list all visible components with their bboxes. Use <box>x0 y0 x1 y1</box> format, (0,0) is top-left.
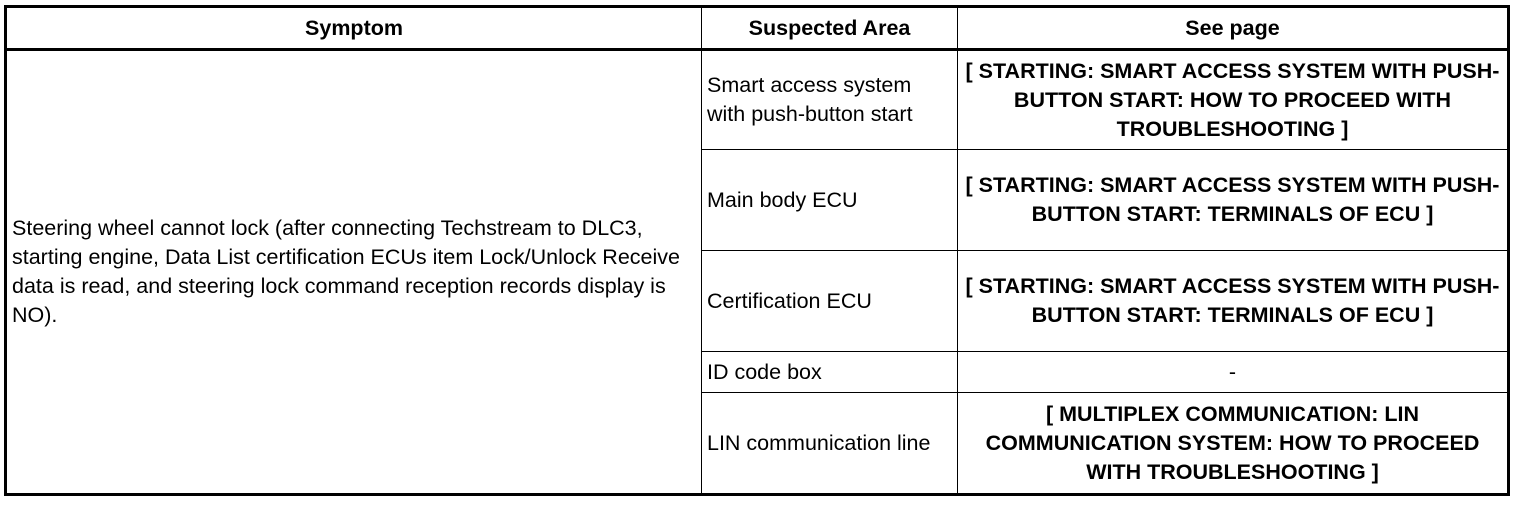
see-page-link[interactable]: [ MULTIPLEX COMMUNICATION: LIN COMMUNICA… <box>957 392 1509 495</box>
see-page-link[interactable]: [ STARTING: SMART ACCESS SYSTEM WITH PUS… <box>957 149 1509 251</box>
see-page-cell: - <box>957 351 1509 393</box>
table-row: Steering wheel cannot lock (after connec… <box>5 49 1509 495</box>
table-row: Main body ECU [ STARTING: SMART ACCESS S… <box>6 149 1509 251</box>
troubleshooting-table: Symptom Suspected Area See page Steering… <box>4 5 1510 496</box>
suspected-area-cell: Certification ECU <box>701 250 958 352</box>
see-page-link[interactable]: [ STARTING: SMART ACCESS SYSTEM WITH PUS… <box>957 49 1509 150</box>
table-row: LIN communication line [ MULTIPLEX COMMU… <box>6 392 1509 495</box>
table-row: ID code box - <box>6 351 1509 393</box>
header-suspected-area: Suspected Area <box>701 6 958 51</box>
symptom-cell: Steering wheel cannot lock (after connec… <box>5 49 702 495</box>
suspected-area-cell: Main body ECU <box>701 149 958 251</box>
header-see-page: See page <box>957 6 1509 51</box>
table-header-row: Symptom Suspected Area See page <box>5 6 1509 51</box>
table-row: Certification ECU [ STARTING: SMART ACCE… <box>6 250 1509 352</box>
header-symptom: Symptom <box>5 6 702 51</box>
see-page-link[interactable]: [ STARTING: SMART ACCESS SYSTEM WITH PUS… <box>957 250 1509 352</box>
troubleshooting-table-container: Symptom Suspected Area See page Steering… <box>4 5 1510 496</box>
suspected-area-cell: LIN communication line <box>701 392 958 495</box>
suspected-area-cell: Smart access system with push-button sta… <box>701 49 958 150</box>
suspected-area-cell: ID code box <box>701 351 958 393</box>
